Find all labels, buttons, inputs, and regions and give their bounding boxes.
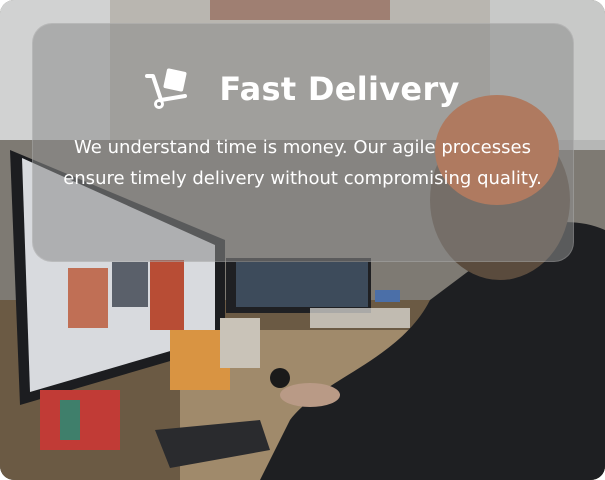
feature-header: Fast Delivery — [0, 66, 605, 112]
feature-title: Fast Delivery — [219, 70, 460, 108]
feature-description: We understand time is money. Our agile p… — [63, 137, 542, 189]
hand-truck-icon — [145, 68, 188, 109]
feature-overlay-panel — [32, 23, 574, 262]
